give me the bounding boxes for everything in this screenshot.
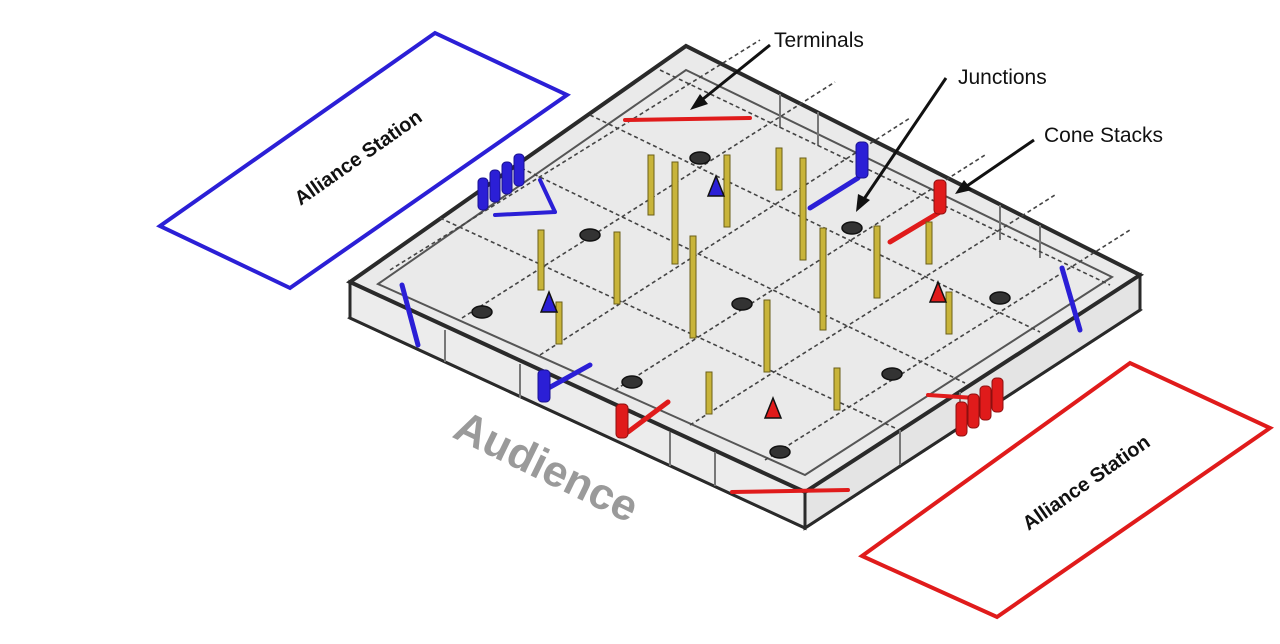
- field-mat: [346, 43, 1145, 495]
- junction-marker: [881, 367, 903, 381]
- junction-poles: [537, 147, 953, 415]
- pole: [647, 154, 655, 216]
- junctions-label: Junctions: [958, 66, 1047, 89]
- pole: [689, 235, 697, 339]
- junction-marker: [731, 297, 753, 311]
- junctions-callout: Junctions: [856, 66, 1047, 212]
- red-alliance-station-box: [858, 360, 1275, 620]
- mat-cones: [539, 173, 948, 419]
- red-cone-stack-right: [955, 377, 1004, 437]
- pole: [799, 157, 807, 261]
- terminals-callout: Terminals: [690, 29, 864, 110]
- cone-stacks-callout: Cone Stacks: [955, 124, 1163, 194]
- pole: [763, 299, 771, 373]
- cone-stacks: [477, 141, 1004, 439]
- pole: [833, 367, 841, 411]
- pole: [705, 371, 713, 415]
- cone-red: [763, 395, 783, 419]
- blue-cone-stack-bottom: [537, 369, 551, 403]
- field-tape: [399, 116, 1083, 494]
- blue-cone-stack-top: [855, 141, 869, 179]
- cone-red: [928, 279, 948, 303]
- pole: [723, 154, 731, 228]
- cone-stacks-label: Cone Stacks: [1044, 124, 1163, 147]
- junction-marker: [471, 305, 493, 319]
- red-alliance-station: Alliance Station: [858, 360, 1275, 620]
- blue-alliance-station: Alliance Station: [156, 30, 571, 291]
- red-cone-stack-bottom: [615, 403, 629, 439]
- red-cone-stack-top: [933, 179, 947, 215]
- blue-cone-stack-left: [477, 153, 525, 211]
- terminals-label: Terminals: [774, 29, 864, 52]
- callouts: Terminals Junctions Cone Stacks: [690, 29, 1163, 212]
- junction-marker: [989, 291, 1011, 305]
- junction-marker: [769, 445, 791, 459]
- blue-alliance-station-box: [156, 30, 571, 291]
- field-inner-rim: [375, 68, 1115, 477]
- junction-marker: [621, 375, 643, 389]
- pole: [819, 227, 827, 331]
- junction-marker: [579, 228, 601, 242]
- playing-field: [346, 39, 1145, 531]
- pole: [555, 301, 563, 345]
- cone-blue: [539, 289, 559, 313]
- junction-marker: [689, 151, 711, 165]
- pole: [873, 225, 881, 299]
- pole: [775, 147, 783, 191]
- pole: [671, 161, 679, 265]
- ground-junctions: [471, 151, 1011, 459]
- pole: [613, 231, 621, 305]
- pole: [925, 221, 933, 265]
- mat-grid: [389, 39, 1131, 461]
- junction-marker: [841, 221, 863, 235]
- cone-blue: [706, 173, 726, 197]
- pole: [945, 291, 953, 335]
- pole: [537, 229, 545, 291]
